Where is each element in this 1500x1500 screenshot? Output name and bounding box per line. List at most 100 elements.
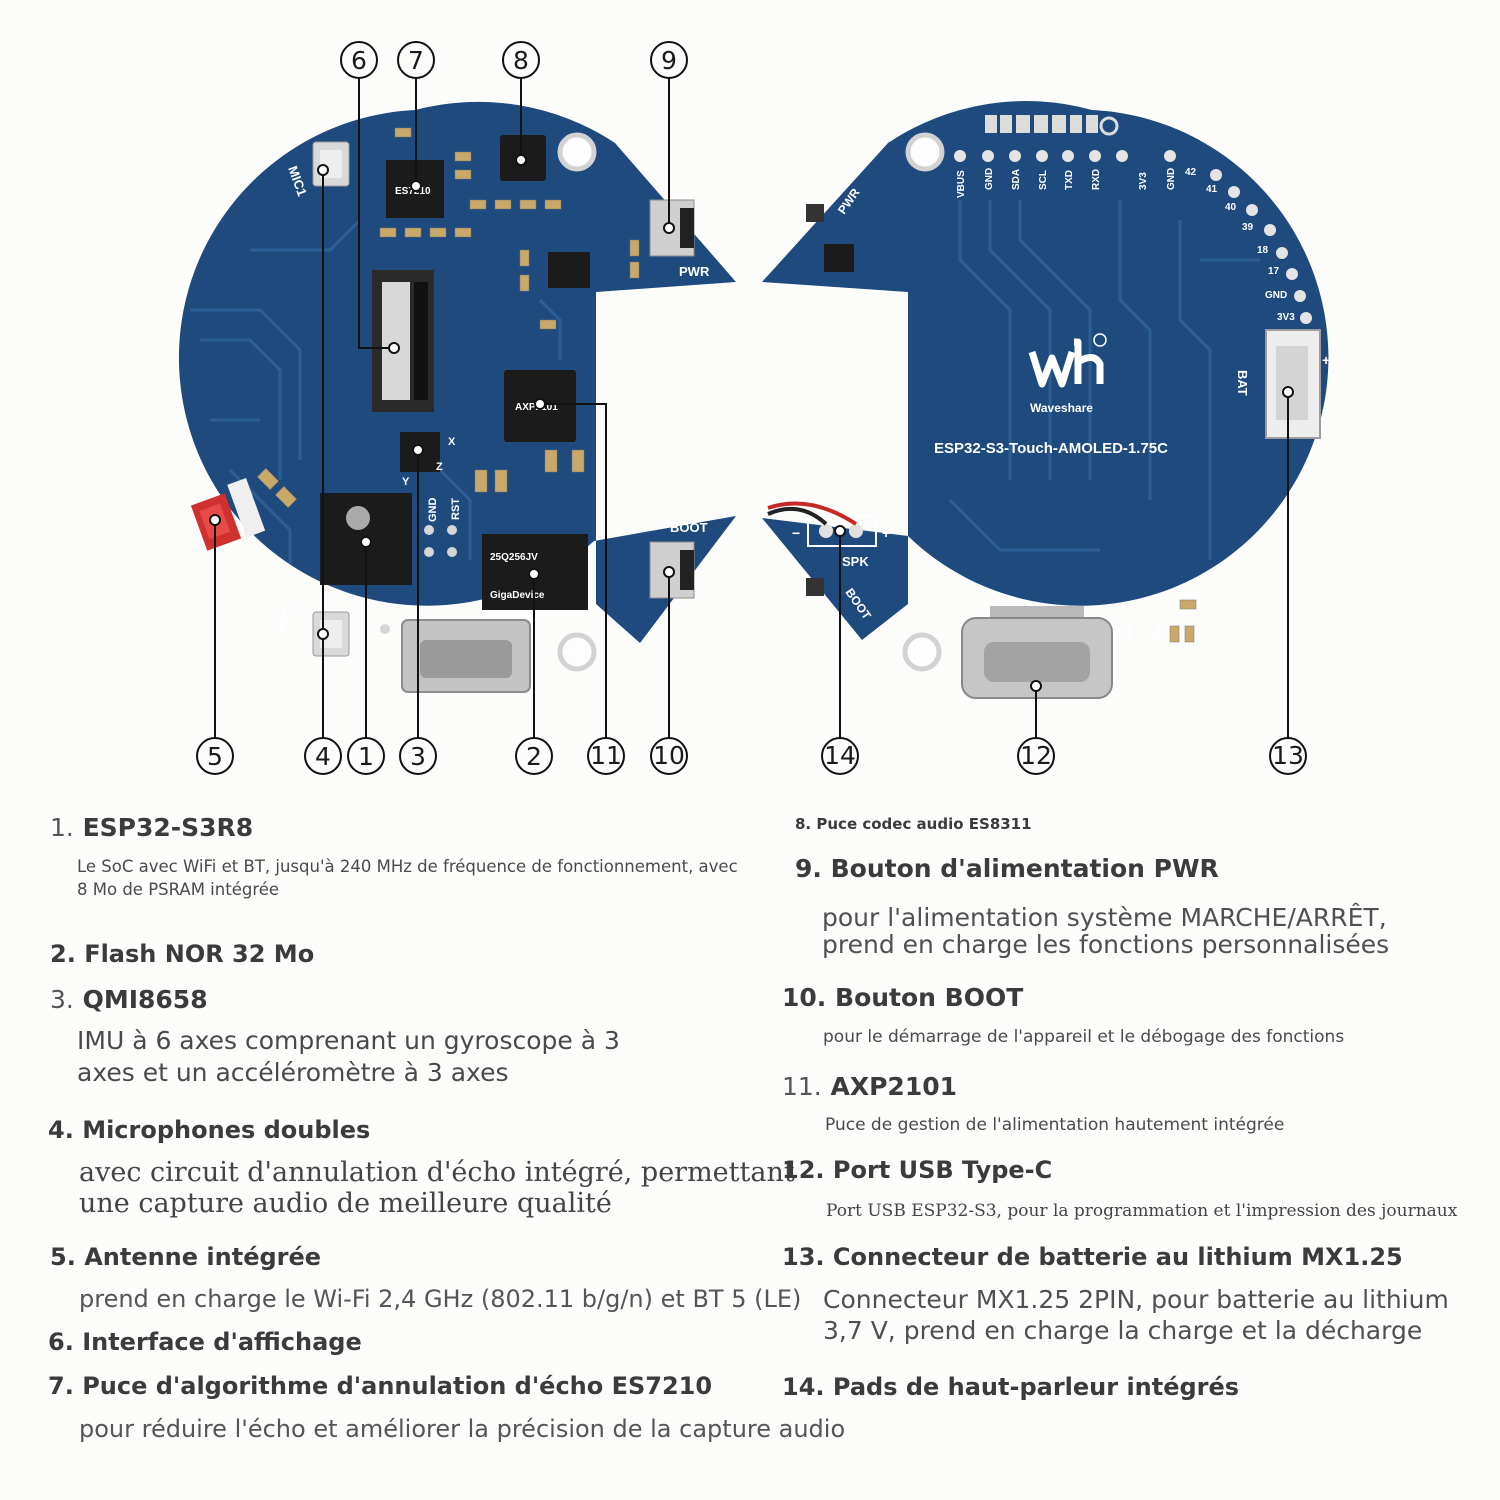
pin-17: 17 [1268, 266, 1280, 277]
pin-gnd-side: GND [1265, 290, 1287, 301]
back-usb-c [961, 606, 1113, 699]
pin-rxd: RXD [1091, 169, 1102, 190]
item-10-desc-line1: pour le démarrage de l'appareil et le dé… [823, 1027, 1345, 1047]
spk-minus: − [792, 525, 800, 541]
svg-text:ES7210: ES7210 [395, 186, 431, 197]
callout-4: 4 [304, 737, 342, 775]
pin-scl: SCL [1038, 170, 1049, 190]
bat-label: BAT [1235, 370, 1250, 396]
svg-text:1: 1 [358, 742, 374, 771]
svg-text:7: 7 [408, 46, 424, 75]
item-9-heading: 9. Bouton d'alimentation PWR [795, 854, 1219, 883]
back-passives [1169, 599, 1197, 643]
item-5-desc-line1: prend en charge le Wi-Fi 2,4 GHz (802.11… [79, 1285, 802, 1313]
callout-6: 6 [340, 41, 378, 79]
item-11-desc-line1: Puce de gestion de l'alimentation hautem… [825, 1115, 1285, 1135]
item-10-heading: 10. Bouton BOOT [782, 983, 1024, 1012]
item-8-heading: 8. Puce codec audio ES8311 [795, 815, 1032, 833]
front-pcb [178, 101, 736, 644]
back-pwr-switch [806, 204, 824, 222]
item-4-heading: 4. Microphones doubles [48, 1116, 371, 1144]
pin-gnd: GND [984, 168, 995, 190]
small-ic [548, 252, 590, 288]
battery-connector [1265, 329, 1321, 439]
waveshare-logo [1028, 333, 1107, 388]
brand-label: Waveshare [1030, 401, 1093, 415]
back-boot-switch [806, 578, 824, 596]
item-7-heading: 7. Puce d'algorithme d'annulation d'écho… [48, 1372, 713, 1400]
svg-text:3: 3 [410, 742, 426, 771]
bat-minus: − [1322, 402, 1330, 418]
callout-3: 3 [399, 737, 437, 775]
svg-text:11: 11 [590, 741, 622, 770]
callout-1: 1 [347, 737, 385, 775]
back-transistor [824, 244, 854, 272]
item-12-desc-line1: Port USB ESP32-S3, pour la programmation… [826, 1201, 1458, 1221]
side-pads [1210, 169, 1312, 324]
model-label: ESP32-S3-Touch-AMOLED-1.75C [934, 440, 1168, 457]
item-1-desc-line2: 8 Mo de PSRAM intégrée [77, 880, 280, 899]
callout-10: 10 [650, 737, 688, 775]
leader-dots [209, 154, 1294, 692]
item-1-desc-line1: Le SoC avec WiFi et BT, jusqu'à 240 MHz … [77, 857, 738, 876]
item-4-desc-line2: une capture audio de meilleure qualité [79, 1188, 612, 1219]
mount-hole [557, 132, 597, 172]
callout-5: 5 [196, 737, 234, 775]
svg-text:8: 8 [513, 46, 529, 75]
svg-text:6: 6 [351, 46, 367, 75]
back-traces [948, 200, 1260, 560]
callout-2: 2 [515, 737, 553, 775]
speaker-pads [767, 501, 877, 547]
dn-label: DN [1150, 624, 1165, 641]
callout-9: 9 [650, 41, 688, 79]
svg-text:5: 5 [207, 742, 223, 771]
item-9-desc-line1: pour l'alimentation système MARCHE/ARRÊT… [822, 903, 1387, 932]
item-13-desc-line1: Connecteur MX1.25 2PIN, pour batterie au… [823, 1285, 1449, 1314]
callout-14: 14 [821, 737, 859, 775]
pin-3v3: 3V3 [1138, 172, 1149, 190]
pin-txd: TXD [1064, 170, 1075, 190]
mic2-label: MIC2 [273, 599, 298, 633]
item-7-desc-line1: pour réduire l'écho et améliorer la préc… [79, 1415, 846, 1443]
item-13-desc-line2: 3,7 V, prend en charge la charge et la d… [823, 1316, 1423, 1345]
top-pads [985, 115, 1119, 136]
callout-7: 7 [397, 41, 435, 79]
spk-plus: + [882, 525, 890, 541]
board-diagram: MIC1 MIC2 ES7210 [178, 41, 1330, 775]
pin-39: 39 [1242, 222, 1254, 233]
dp-label: DP [1122, 624, 1137, 641]
item-12-heading: 12. Port USB Type-C [782, 1156, 1053, 1184]
test-pads [380, 525, 457, 634]
passive-components [257, 127, 640, 508]
pin-42: 42 [1185, 167, 1197, 178]
header-pads [954, 150, 1176, 162]
callout-13: 13 [1269, 737, 1307, 775]
callout-8: 8 [502, 41, 540, 79]
item-11-heading: 11. AXP2101 [782, 1072, 958, 1101]
mount-hole [905, 132, 945, 172]
front-traces [190, 218, 562, 590]
pin-18: 18 [1257, 245, 1269, 256]
front-pwr-button [649, 199, 695, 257]
bat-plus: + [1322, 352, 1330, 368]
mount-hole [557, 632, 597, 672]
item-2-heading: 2. Flash NOR 32 Mo [50, 940, 315, 968]
mic1-component [312, 141, 350, 187]
svg-text:14: 14 [824, 741, 856, 770]
item-1-heading: 1. ESP32-S3R8 [50, 813, 254, 842]
item-5-heading: 5. Antenne intégrée [50, 1243, 322, 1271]
pin-40: 40 [1225, 202, 1237, 213]
axis-z: Z [436, 461, 443, 473]
svg-text:25Q256JV: 25Q256JV [490, 552, 538, 563]
front-boot-label: BOOT [670, 520, 708, 535]
leader-lines [214, 78, 1289, 738]
svg-text:2: 2 [526, 742, 542, 771]
svg-text:13: 13 [1272, 741, 1304, 770]
svg-text:4: 4 [315, 742, 331, 771]
item-14-heading: 14. Pads de haut-parleur intégrés [782, 1373, 1240, 1401]
pin-3v3-side: 3V3 [1277, 312, 1295, 323]
pin-41: 41 [1206, 184, 1218, 195]
svg-text:GigaDevice: GigaDevice [490, 590, 545, 601]
pin-vbus: VBUS [956, 170, 967, 198]
axis-y: Y [402, 476, 410, 488]
